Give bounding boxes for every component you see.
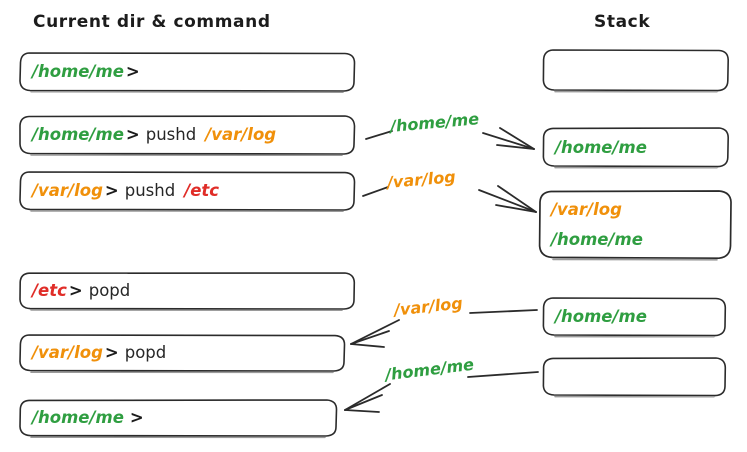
box-outline [19,399,338,439]
column-header-current-dir: Current dir & command [33,12,271,32]
cwd-path: /home/me [32,408,124,428]
command-name: popd [88,281,131,301]
box-outline [538,190,732,261]
command-text: /home/me> [32,398,330,438]
arrow-label-push-home: /home/me [389,109,480,136]
command-name: popd [124,343,167,363]
arrow-label-pop-home: /home/me [384,354,475,385]
prompt-symbol: > [125,62,140,82]
arrow-label-pop-varlog: /var/log [393,293,464,320]
cwd-path: /var/log [32,343,103,363]
stack-box [541,48,730,93]
command-text: /home/me> [32,51,348,93]
stack-entries: /var/log /home/me [551,189,725,261]
box-outline [542,49,729,93]
cwd-path: /home/me [32,62,124,82]
box-outline [19,334,346,374]
box-outline [19,115,356,157]
stack-entries [555,356,719,398]
box-outline [19,52,356,93]
command-text: /etc>popd [32,271,348,311]
command-text: /var/log>popd [32,333,338,373]
command-text: /home/me>pushd/var/log [32,114,348,156]
prompt-symbol: > [129,408,144,428]
pop-arrow-varlog [350,309,538,348]
command-box: /home/me> [18,398,338,439]
arrow-label-push-varlog: /var/log [386,167,457,192]
prompt-symbol: > [68,281,83,301]
box-outline [542,297,727,338]
column-header-stack: Stack [594,12,651,32]
command-name: pushd [145,125,197,145]
stack-entry: /home/me [555,307,647,327]
stack-box [541,356,727,398]
box-outline [19,272,356,312]
stack-entries [555,48,722,93]
command-argument: /var/log [205,125,277,145]
cwd-path: /etc [32,281,67,301]
box-outline [542,127,729,169]
prompt-symbol: > [104,343,119,363]
command-argument: /etc [184,181,220,201]
stack-entry: /home/me [555,137,647,157]
box-outline [19,171,356,212]
box-outline [542,357,727,398]
command-box: /home/me> [18,51,356,93]
stack-entry: /var/log [551,200,622,220]
command-box: /var/log>popd [18,333,346,374]
stack-entry: /home/me [551,230,643,249]
command-box: /home/me>pushd/var/log [18,114,356,157]
command-name: pushd [124,181,176,201]
command-text: /var/log>pushd/etc [32,170,348,212]
pop-arrow-home [344,371,539,413]
command-box: /var/log>pushd/etc [18,170,356,212]
stack-box: /var/log /home/me [537,189,733,261]
cwd-path: /home/me [32,125,124,145]
command-box: /etc>popd [18,271,356,312]
stack-entries: /home/me [555,126,722,169]
stack-box: /home/me [541,126,730,169]
stack-entries: /home/me [555,296,719,338]
prompt-symbol: > [104,181,119,201]
cwd-path: /var/log [32,181,103,201]
prompt-symbol: > [125,125,140,145]
stack-box: /home/me [541,296,727,338]
